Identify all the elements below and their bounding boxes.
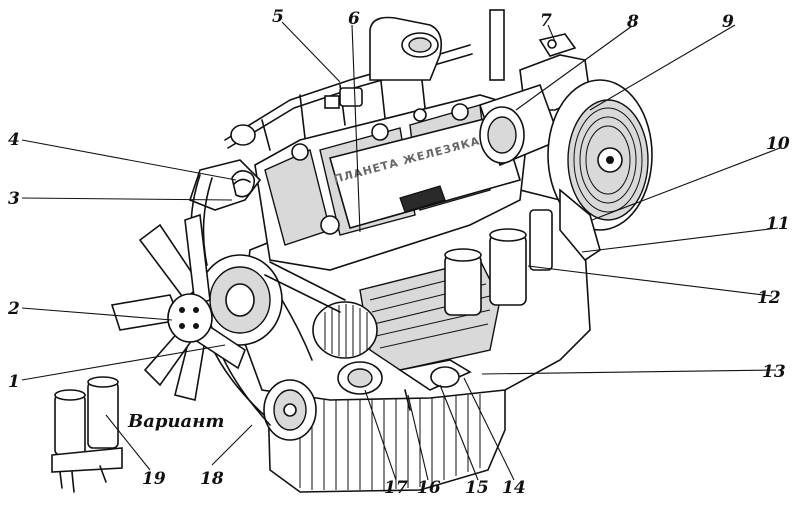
callout-1: 1 [8,372,20,392]
callout-9: 9 [722,12,734,32]
variant-filters [51,376,123,493]
variant-label: Вариант [127,411,224,432]
callout-8: 8 [626,12,639,32]
engine-illustration: ПЛАНЕТА ЖЕЛЕЗЯКА [110,9,653,493]
callout-19: 19 [142,469,166,489]
callout-numbers: 1 2 3 4 5 6 7 8 9 10 11 12 13 14 15 16 1… [7,7,790,498]
belt-drive [197,254,346,441]
oil-filters [444,209,553,316]
callout-16: 16 [417,478,441,498]
leader-lines [21,21,781,481]
callout-12: 12 [757,288,781,308]
cooling-fan [110,213,246,401]
callout-5: 5 [272,7,284,27]
alternator [312,301,378,359]
callout-11: 11 [766,214,790,234]
callout-17: 17 [384,478,408,498]
callout-15: 15 [465,478,489,498]
callout-14: 14 [502,478,526,498]
callout-3: 3 [8,189,20,209]
callout-10: 10 [766,134,790,154]
callout-7: 7 [540,11,552,31]
intake-pipe [369,16,443,81]
air-cleaner [478,83,562,167]
callout-2: 2 [7,299,20,319]
oil-pan [267,387,506,493]
callout-6: 6 [348,9,360,29]
flywheel-housing [547,79,653,262]
callout-18: 18 [200,469,224,489]
thermostat-housing [230,124,256,198]
callout-13: 13 [762,362,786,382]
water-pump [337,359,472,411]
callout-4: 4 [8,130,20,150]
cylinder-head [254,94,531,271]
